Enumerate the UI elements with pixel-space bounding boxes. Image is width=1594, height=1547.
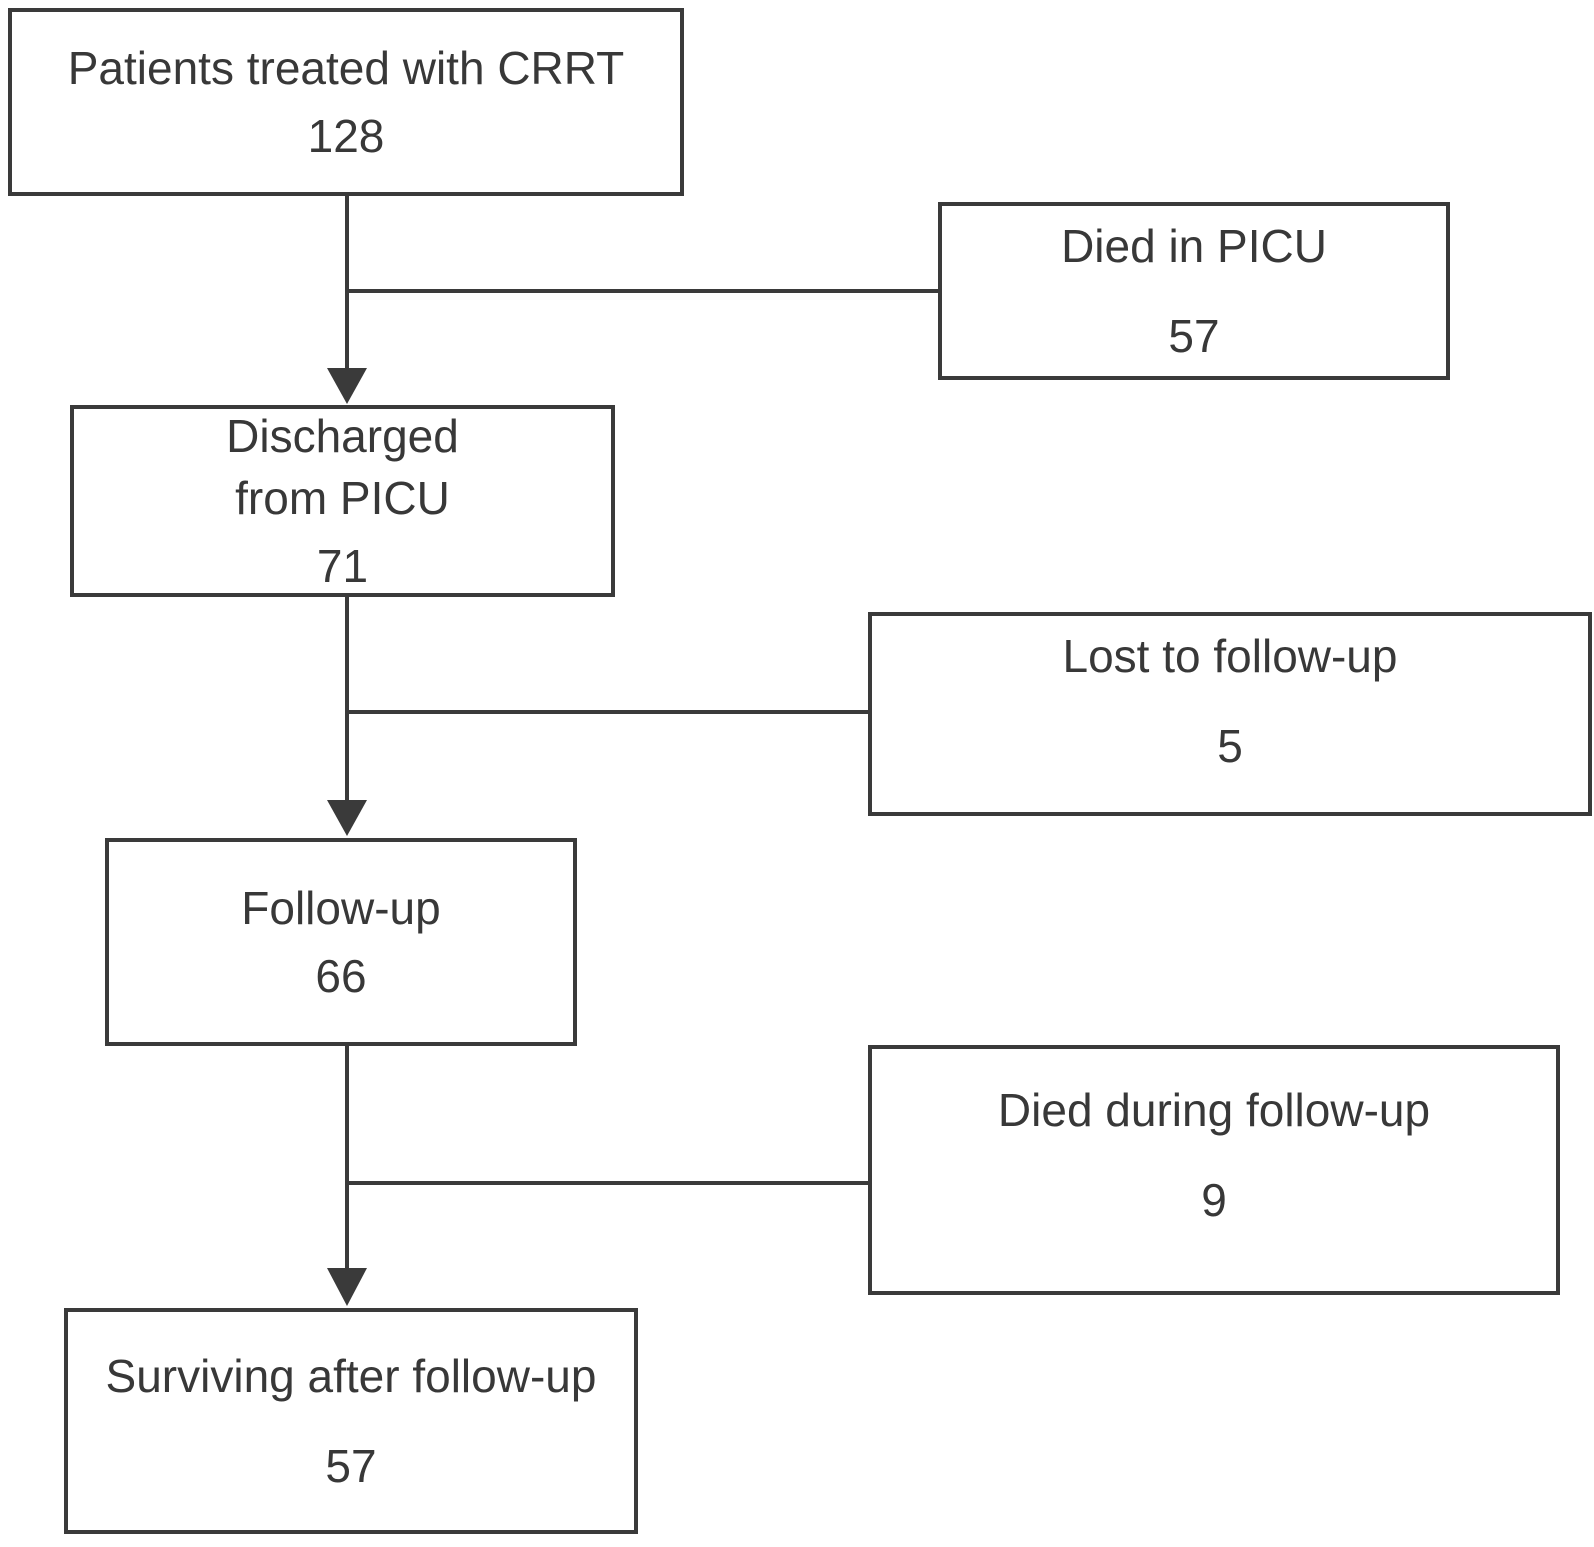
node-label: Died in PICU — [1061, 215, 1327, 277]
node-label: Follow-up — [241, 877, 440, 939]
node-follow-up: Follow-up 66 — [105, 838, 577, 1046]
node-lost-to-follow-up: Lost to follow-up 5 — [868, 612, 1592, 816]
node-label-line: Surviving after follow-up — [105, 1350, 597, 1402]
node-label: Lost to follow-up — [1063, 625, 1398, 687]
node-count: 71 — [316, 540, 369, 592]
node-label-line: Patients treated with CRRT — [67, 42, 625, 94]
node-count: 57 — [1168, 310, 1220, 362]
node-died-in-picu: Died in PICU 57 — [938, 202, 1450, 380]
node-label: Died during follow-up — [998, 1079, 1430, 1141]
node-label-line: Follow-up — [241, 882, 441, 934]
node-surviving-after-follow-up: Surviving after follow-up 57 — [64, 1308, 638, 1534]
node-label-line: Died in PICU — [1061, 220, 1327, 272]
node-label: Patients treated with CRRT — [68, 37, 625, 99]
node-count: 9 — [1201, 1174, 1227, 1226]
node-discharged-from-picu: Discharged from PICU 71 — [70, 405, 615, 597]
arrowhead-surviving — [327, 1268, 367, 1306]
node-label-line: Discharged — [226, 410, 459, 462]
node-label: Surviving after follow-up — [106, 1345, 597, 1407]
node-label-line: Lost to follow-up — [1062, 630, 1398, 682]
node-label-line: from PICU — [235, 472, 450, 524]
node-count: 66 — [315, 950, 367, 1002]
arrowhead-discharged — [327, 368, 367, 404]
node-count: 128 — [307, 110, 385, 162]
node-label: Discharged from PICU — [226, 405, 459, 529]
node-died-during-follow-up: Died during follow-up 9 — [868, 1045, 1560, 1295]
node-count: 5 — [1217, 720, 1243, 772]
arrowhead-followup — [327, 800, 367, 836]
node-count: 57 — [325, 1440, 377, 1492]
node-patients-treated-crrt: Patients treated with CRRT 128 — [8, 8, 684, 196]
node-label-line: Died during follow-up — [997, 1084, 1431, 1136]
